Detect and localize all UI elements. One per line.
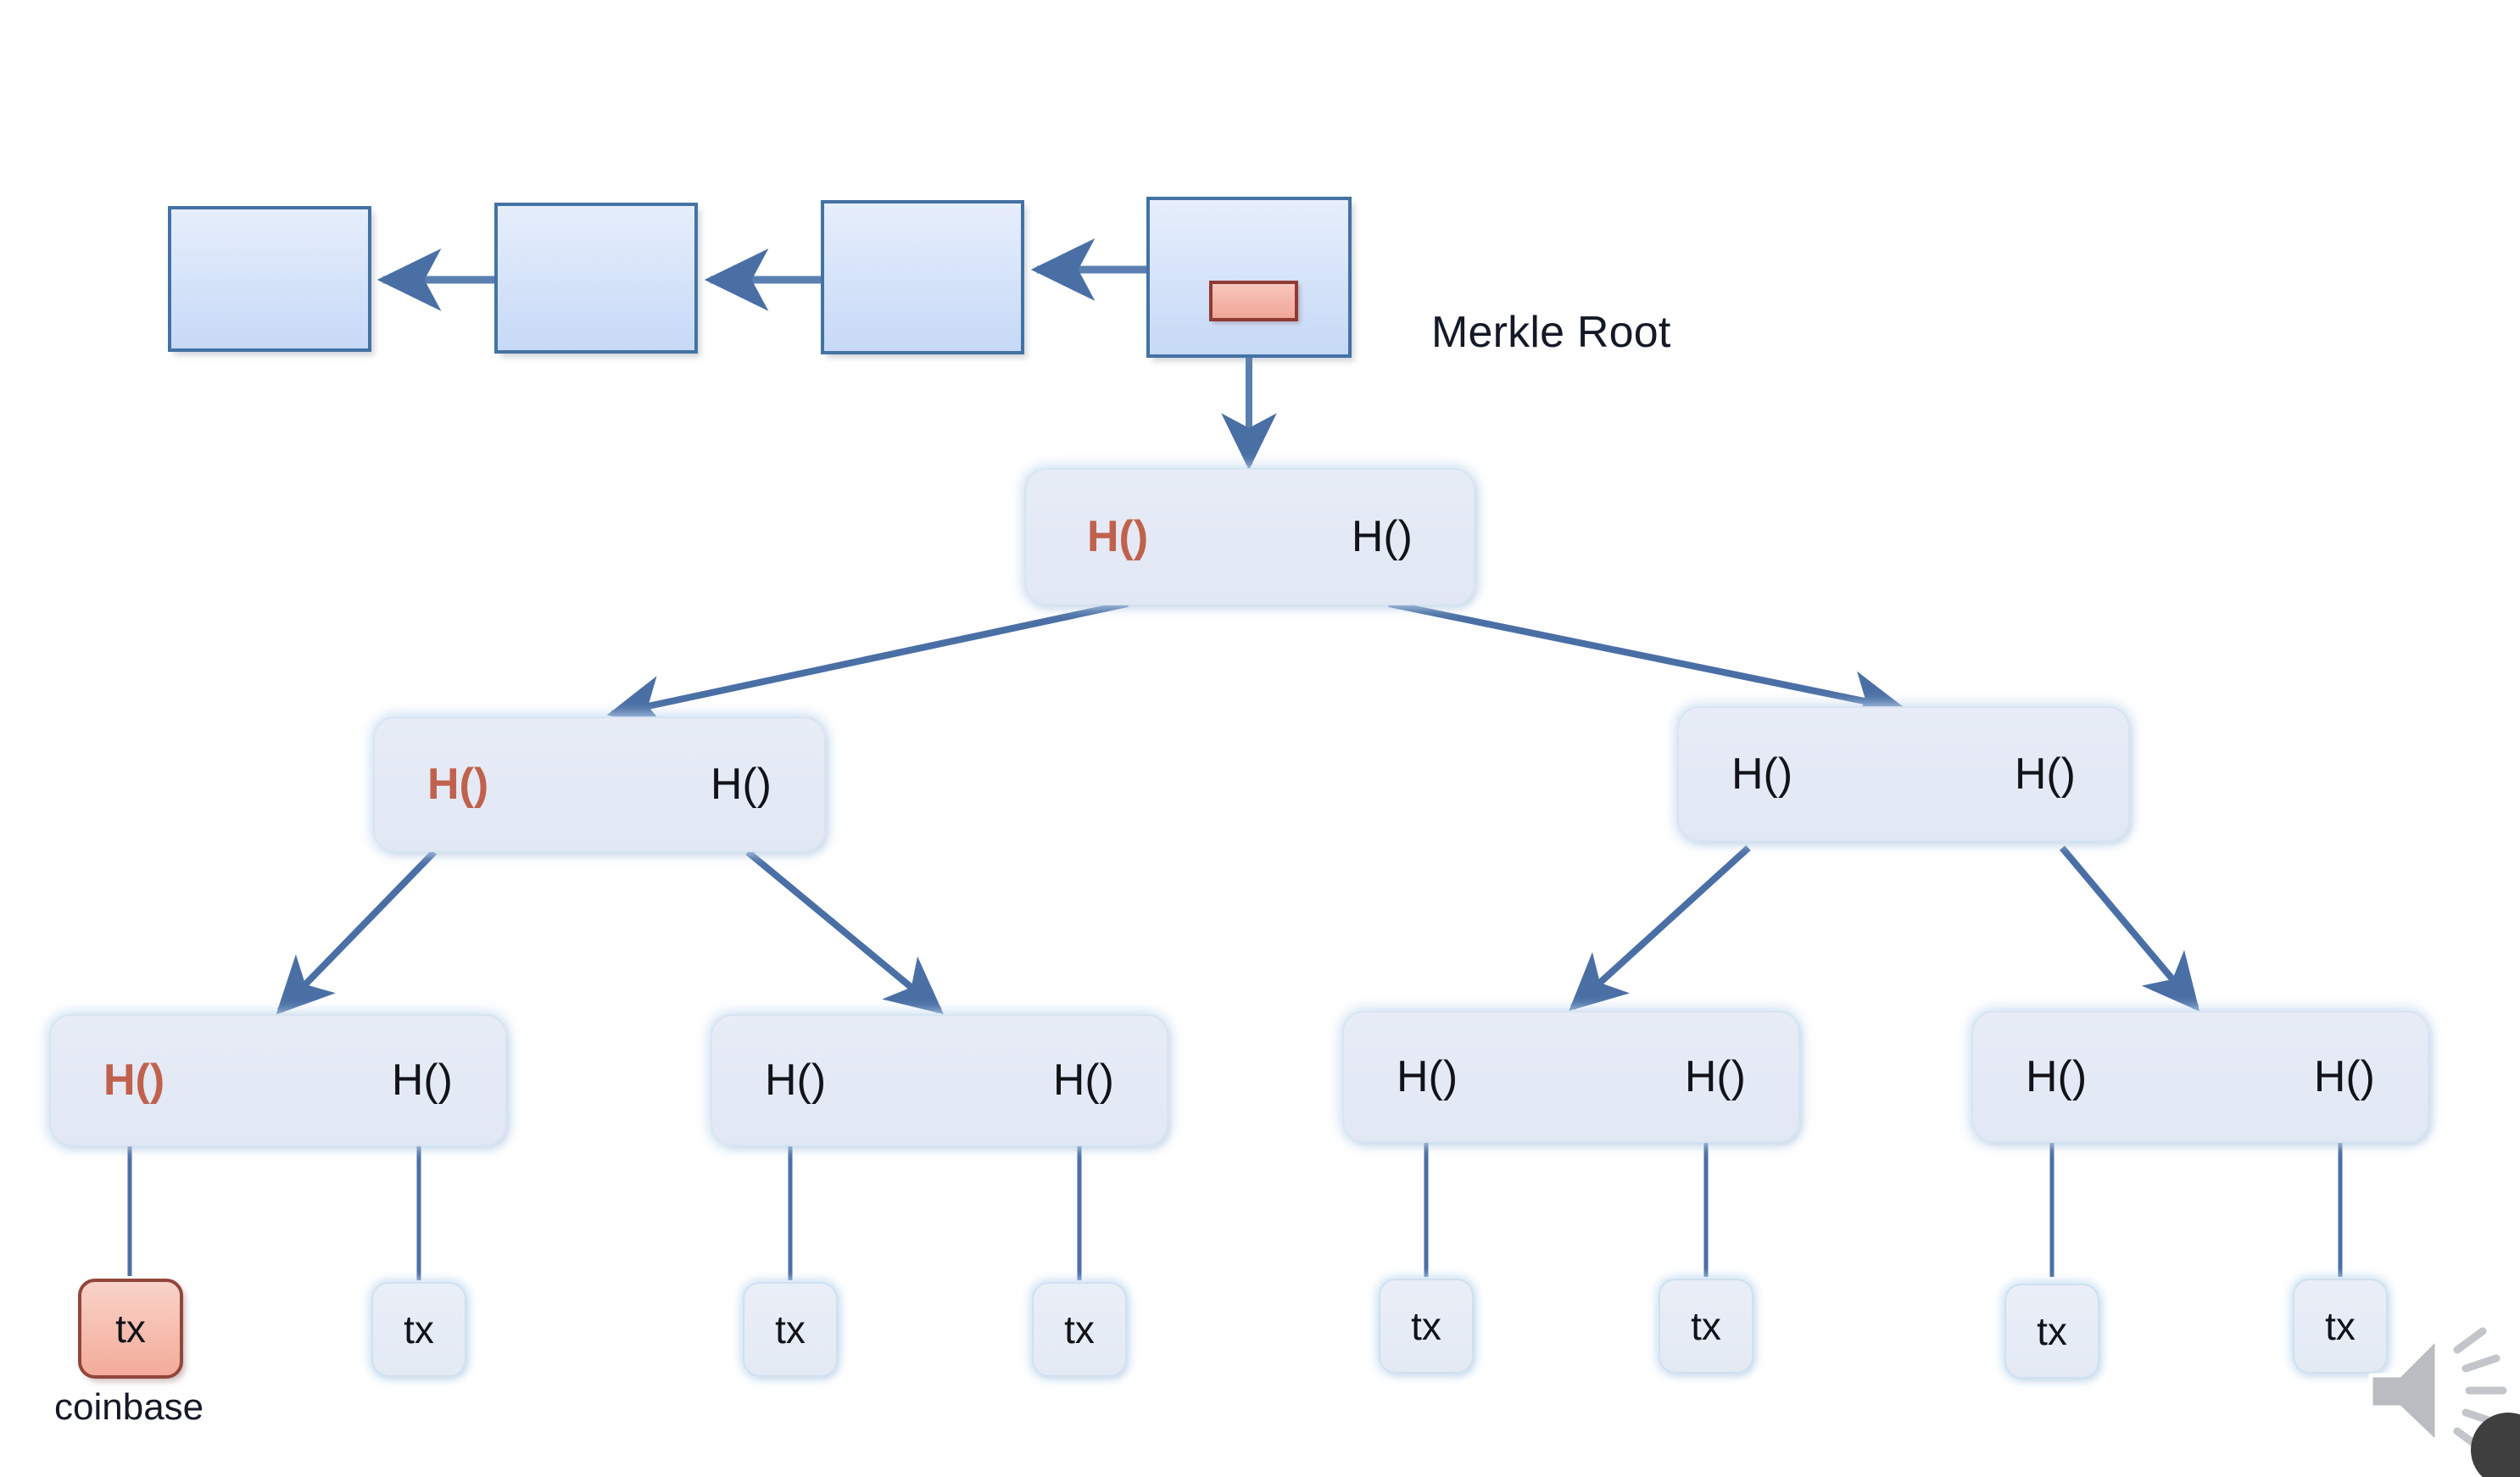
hash-label-right: H() (1351, 512, 1413, 561)
tx-label: tx (1691, 1304, 1721, 1348)
hash-label-right: H() (391, 1056, 453, 1105)
merkle-node-root[interactable]: H() H() (1024, 468, 1475, 605)
tx-box-4[interactable]: tx (1379, 1279, 1474, 1374)
merkle-node-l3-0[interactable]: H() H() (49, 1014, 507, 1146)
merkle-node-l3-3[interactable]: H() H() (1971, 1011, 2429, 1143)
tx-box-1[interactable]: tx (371, 1282, 466, 1377)
tx-box-5[interactable]: tx (1659, 1279, 1753, 1374)
hash-label-right: H() (2014, 750, 2076, 799)
chain-block-2[interactable] (494, 203, 698, 354)
tx-box-3[interactable]: tx (1032, 1282, 1127, 1377)
tx-label: tx (2037, 1309, 2067, 1353)
tx-label: tx (2325, 1304, 2356, 1348)
hash-label-right: H() (2313, 1052, 2375, 1101)
hash-label-left: H() (765, 1056, 827, 1105)
tx-box-7[interactable]: tx (2293, 1279, 2388, 1374)
tx-label: tx (404, 1307, 434, 1352)
merkle-node-l3-1[interactable]: H() H() (711, 1014, 1168, 1146)
hash-label-left: H() (427, 760, 489, 809)
tx-box-2[interactable]: tx (743, 1282, 838, 1377)
hash-label-left: H() (1087, 512, 1149, 561)
coinbase-caption: coinbase (54, 1386, 204, 1428)
tx-label: tx (775, 1307, 806, 1352)
chain-block-3[interactable] (821, 200, 1024, 354)
hash-label-right: H() (1684, 1052, 1746, 1101)
hash-label-left: H() (1397, 1052, 1458, 1101)
merkle-root-label: Merkle Root (1431, 308, 1671, 357)
tx-label: tx (1064, 1307, 1095, 1352)
hash-label-right: H() (710, 760, 772, 809)
hash-label-left: H() (103, 1056, 165, 1105)
hash-label-right: H() (1052, 1056, 1114, 1105)
hash-label-left: H() (2026, 1052, 2088, 1101)
merkle-node-l2-0[interactable]: H() H() (373, 716, 826, 852)
tx-box-6[interactable]: tx (2004, 1284, 2099, 1379)
tx-label: tx (115, 1307, 146, 1351)
hash-label-left: H() (1731, 750, 1793, 799)
tx-label: tx (1411, 1304, 1441, 1348)
merkle-node-l2-1[interactable]: H() H() (1677, 706, 2130, 842)
merkle-root-marker[interactable] (1209, 281, 1298, 321)
chain-block-1[interactable] (168, 206, 371, 352)
chain-block-4[interactable] (1146, 197, 1352, 358)
speaker-icon[interactable] (2359, 1316, 2520, 1477)
merkle-node-l3-2[interactable]: H() H() (1342, 1011, 1800, 1143)
tx-box-coinbase[interactable]: tx (78, 1279, 183, 1379)
